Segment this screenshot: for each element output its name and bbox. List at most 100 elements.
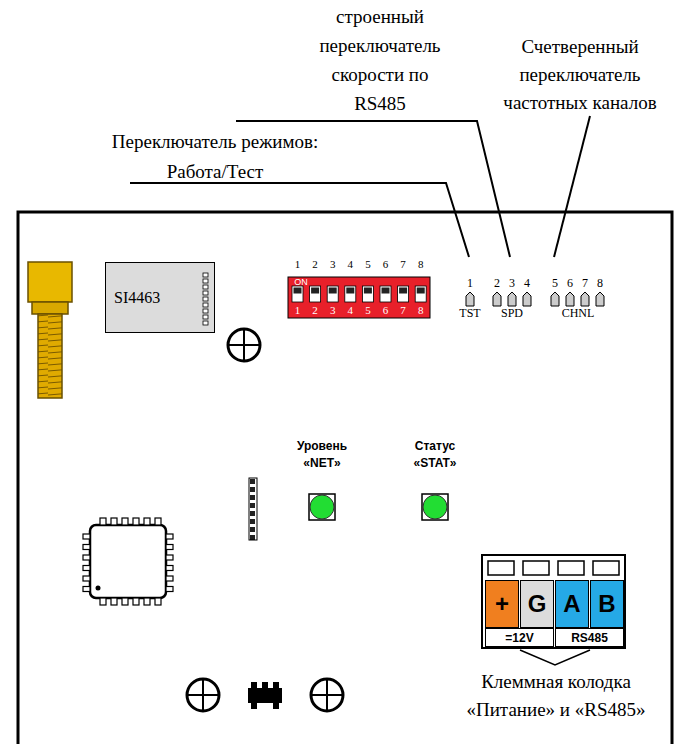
screw-hole: [311, 679, 343, 711]
dip-knob: [417, 288, 425, 294]
led: [422, 494, 448, 520]
pin-number: 3: [509, 277, 515, 290]
pin-group-name: SPD: [501, 307, 523, 320]
switch-number: 3: [330, 258, 336, 270]
module-pin: [203, 279, 208, 283]
pin-group-name: CHNL: [562, 307, 595, 320]
mcu-pin: [83, 534, 90, 539]
pin-header: [249, 478, 257, 540]
pin-number: 5: [552, 277, 558, 290]
switch-number: 4: [348, 304, 354, 316]
switch-number: 4: [348, 258, 354, 270]
switch-pin: [581, 292, 589, 306]
mcu-pin: [144, 598, 150, 605]
pin-number: 6: [567, 277, 573, 290]
switch-number: 1: [295, 258, 301, 270]
leader-line: [554, 116, 590, 257]
pin-number: 2: [494, 277, 500, 290]
module-pin: [203, 309, 208, 313]
switch-number: 2: [312, 258, 318, 270]
dip-slot: [327, 286, 338, 302]
node-text: =12V: [505, 631, 533, 645]
switch-number: 7: [400, 304, 406, 316]
pin-number: 8: [597, 277, 603, 290]
mcu-pin: [166, 555, 173, 560]
dip-switch: [288, 277, 430, 318]
callout-text: Клеммная колодка «Питание» и «RS485»: [459, 668, 654, 724]
transistor: [248, 682, 282, 709]
mcu-pin: [83, 566, 90, 571]
switch-number: 1: [295, 304, 301, 316]
node-text: RS485: [571, 631, 608, 645]
mcu-pin: [155, 518, 161, 525]
screw-hole: [187, 679, 219, 711]
dip-slot: [380, 286, 391, 302]
mcu-pin: [111, 598, 117, 605]
dip-body: [288, 277, 430, 318]
module-pins: [201, 263, 211, 334]
dip-knob: [329, 288, 337, 294]
sma-body: [28, 262, 72, 302]
dip-slot: [398, 286, 409, 302]
mcu-chip: [83, 518, 173, 605]
led-label: Статус «STAT»: [404, 438, 466, 472]
mcu-pin: [83, 576, 90, 581]
terminal-block: [482, 555, 625, 648]
pin1-dot: [96, 586, 101, 591]
mcu-pin: [133, 598, 139, 605]
node-text: A: [563, 590, 580, 618]
module-pin: [203, 315, 208, 319]
pin-group-name: TST: [459, 307, 480, 320]
node-text: B: [598, 590, 615, 618]
switch-number: 3: [330, 304, 336, 316]
sma-thread: [38, 314, 62, 398]
mcu-pin: [122, 518, 128, 525]
switch-pins: [466, 292, 604, 306]
brace-lines: [520, 650, 590, 665]
switch-number: 6: [383, 304, 389, 316]
dip-slot: [292, 286, 303, 302]
dip-knob: [399, 288, 407, 294]
dip-knob: [346, 288, 354, 294]
switch-pin: [551, 292, 559, 306]
mcu-body: [90, 525, 166, 598]
dip-knob: [311, 288, 319, 294]
mcu-pin: [100, 598, 106, 605]
mcu-pin: [83, 587, 90, 592]
dip-knob: [294, 288, 302, 294]
led-label: Уровень «NET»: [291, 438, 353, 472]
terminal-cell: A: [555, 580, 589, 628]
dip-slot: [415, 286, 426, 302]
mcu-pin: [111, 518, 117, 525]
mcu-pin: [83, 555, 90, 560]
module-pin: [203, 285, 208, 289]
terminal-cell: +: [485, 580, 519, 628]
mcu-pin: [83, 545, 90, 550]
switch-number: 6: [383, 258, 389, 270]
terminal-legend: RS485: [555, 628, 624, 647]
pin-number: 1: [467, 277, 473, 290]
mcu-pin: [144, 518, 150, 525]
switch-pin: [508, 292, 516, 306]
rf-module: SI4463: [105, 262, 215, 333]
led: [309, 494, 335, 520]
switch-number: 7: [400, 258, 406, 270]
dip-slot: [362, 286, 373, 302]
callout-text: Переключатель режимов: Работа/Тест: [106, 127, 324, 187]
sma-connector: [28, 262, 72, 398]
terminal-cell: B: [590, 580, 624, 628]
terminal-legend: =12V: [485, 628, 554, 647]
module-pin: [203, 273, 208, 277]
screw-hole: [228, 329, 260, 361]
switch-pin: [523, 292, 531, 306]
node-text: G: [528, 590, 547, 618]
module-pin: [203, 321, 208, 325]
mcu-pin: [166, 576, 173, 581]
sma-nut: [32, 302, 68, 314]
mcu-pin: [166, 566, 173, 571]
module-pin: [203, 297, 208, 301]
mcu-pin: [100, 518, 106, 525]
dip-slot: [345, 286, 356, 302]
node-text: +: [495, 590, 509, 618]
